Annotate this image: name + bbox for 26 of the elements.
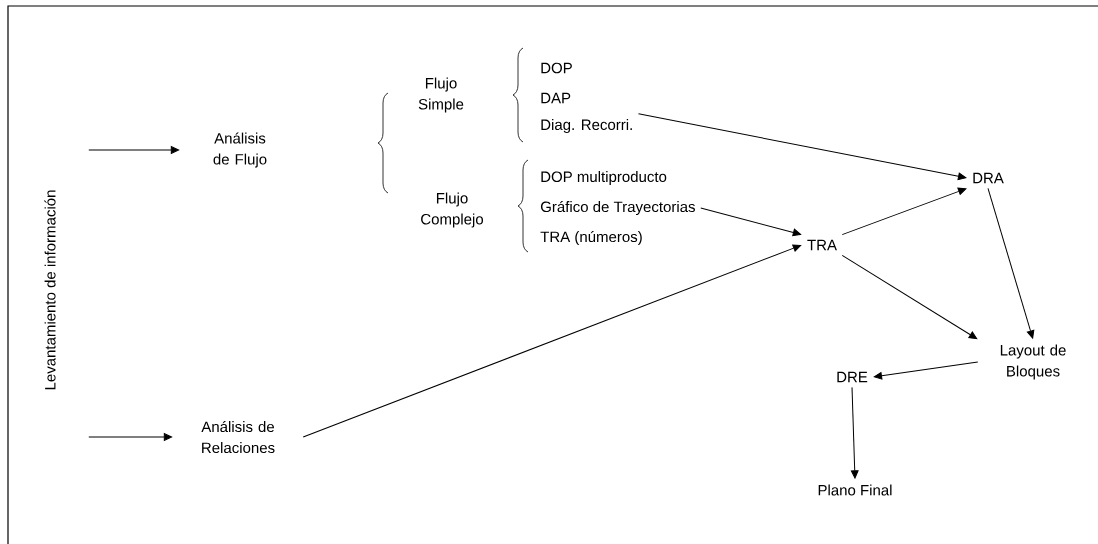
arrow — [850, 386, 859, 479]
arrow — [88, 146, 180, 154]
arrow — [638, 113, 967, 181]
node-label: Flujo Simple — [418, 77, 464, 113]
node-label: Gráfico de Trayectorias — [540, 200, 695, 216]
arrow — [88, 433, 173, 441]
node-label: DOP — [541, 62, 572, 74]
node-label: Análisis de Relaciones — [201, 420, 275, 454]
node-label: DOP multiproducto — [541, 171, 667, 185]
node-label: Flujo Complejo — [421, 192, 484, 228]
arrow — [841, 187, 967, 236]
node-label: TRA — [807, 239, 837, 251]
arrow — [987, 187, 1035, 339]
node-label: Diag. Recorri. — [541, 119, 632, 133]
node-label: DRE — [837, 371, 868, 383]
node-label: Plano Final — [818, 484, 892, 496]
arrow — [873, 361, 979, 380]
arrow — [841, 254, 978, 340]
node-label: Análisis de Flujo — [213, 132, 267, 168]
arrow — [302, 244, 802, 438]
node-label: DRA — [973, 172, 1004, 184]
node-label: DAP — [541, 92, 571, 104]
arrow — [700, 207, 802, 237]
node-label: Levantamiento de información — [44, 190, 56, 390]
node-label: TRA (números) — [540, 230, 642, 246]
node-label: Layout de Bloques — [1000, 344, 1066, 380]
